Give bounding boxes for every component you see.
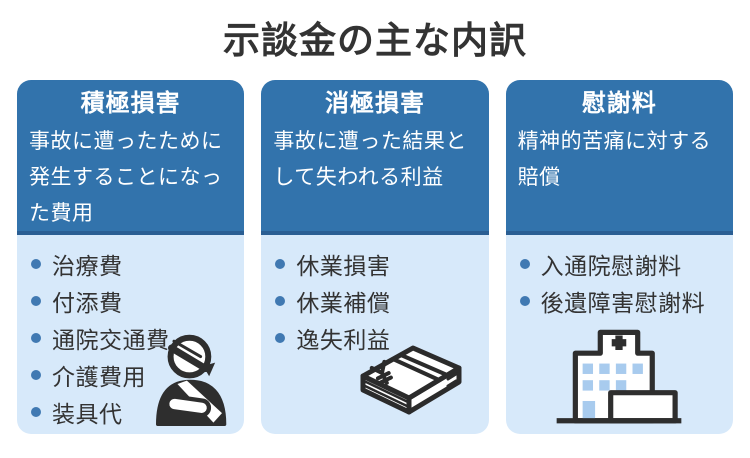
hospital-icon xyxy=(556,329,682,424)
card-body: 休業損害 休業補償 逸失利益 xyxy=(261,235,489,434)
card-body: 治療費 付添費 通院交通費 介護費用 装具代 xyxy=(17,235,245,434)
list-item: 付添費 xyxy=(31,282,236,319)
list-item: 介護費用 xyxy=(31,356,236,393)
list-item-label: 治療費 xyxy=(52,252,123,279)
bullet-dot xyxy=(31,258,41,269)
card-active-damages: 積極損害 事故に遭ったために発生することになった費用 治療費 付添費 通院交通費… xyxy=(17,80,245,434)
list-item-label: 通院交通費 xyxy=(52,326,170,353)
infographic: 示談金の主な内訳 積極損害 事故に遭ったために発生することになった費用 治療費 … xyxy=(0,10,750,434)
card-header: 慰謝料 精神的苦痛に対する賠償 xyxy=(505,80,733,235)
bullet-dot xyxy=(275,332,286,343)
list-item: 治療費 xyxy=(31,245,236,282)
list-item-label: 後遺障害慰謝料 xyxy=(540,289,706,316)
list-item-label: 逸失利益 xyxy=(296,326,391,353)
bullet-dot xyxy=(31,295,41,306)
bullet-dot xyxy=(519,258,530,269)
list-item-label: 介護費用 xyxy=(52,363,146,390)
bullet-dot xyxy=(519,295,530,306)
list-item-label: 装具代 xyxy=(52,400,123,427)
card-title: 慰謝料 xyxy=(581,90,657,117)
bullet-dot xyxy=(275,258,286,269)
list-item: 逸失利益 xyxy=(275,319,480,356)
item-list: 休業損害 休業補償 逸失利益 xyxy=(275,245,480,356)
list-item: 休業損害 xyxy=(275,245,480,282)
bullet-dot xyxy=(31,369,41,380)
card-title: 消極損害 xyxy=(324,90,425,117)
list-item: 通院交通費 xyxy=(31,319,236,356)
list-item: 後遺障害慰謝料 xyxy=(519,282,725,319)
injured-person-icon xyxy=(156,334,227,426)
card-header: 消極損害 事故に遭った結果として失われる利益 xyxy=(261,80,489,235)
page-title: 示談金の主な内訳 xyxy=(223,20,527,61)
list-item-label: 入通院慰謝料 xyxy=(540,252,682,279)
item-list: 入通院慰謝料 後遺障害慰謝料 xyxy=(519,245,725,319)
card-body: 入通院慰謝料 後遺障害慰謝料 xyxy=(505,235,733,434)
list-item-label: 休業補償 xyxy=(296,289,391,316)
card-description: 精神的苦痛に対する賠償 xyxy=(517,130,712,189)
list-item-label: 休業損害 xyxy=(296,252,391,279)
list-item: 装具代 xyxy=(31,393,236,430)
bullet-dot xyxy=(31,406,41,417)
item-list: 治療費 付添費 通院交通費 介護費用 装具代 xyxy=(31,245,236,430)
bullet-dot xyxy=(31,332,41,343)
money-stack-icon xyxy=(360,345,462,415)
bullet-dot xyxy=(275,295,286,306)
list-item: 入通院慰謝料 xyxy=(519,245,725,282)
cards-row: 積極損害 事故に遭ったために発生することになった費用 治療費 付添費 通院交通費… xyxy=(0,80,750,434)
card-title: 積極損害 xyxy=(80,90,181,117)
list-item: 休業補償 xyxy=(275,282,480,319)
card-description: 事故に遭ったために発生することになった費用 xyxy=(29,130,223,225)
list-item-label: 付添費 xyxy=(52,289,123,316)
card-description: 事故に遭った結果として失われる利益 xyxy=(273,130,467,189)
card-passive-damages: 消極損害 事故に遭った結果として失われる利益 休業損害 休業補償 逸失利益 xyxy=(261,80,489,434)
card-consolation-money: 慰謝料 精神的苦痛に対する賠償 入通院慰謝料 後遺障害慰謝料 xyxy=(505,80,733,434)
card-header: 積極損害 事故に遭ったために発生することになった費用 xyxy=(17,80,245,235)
